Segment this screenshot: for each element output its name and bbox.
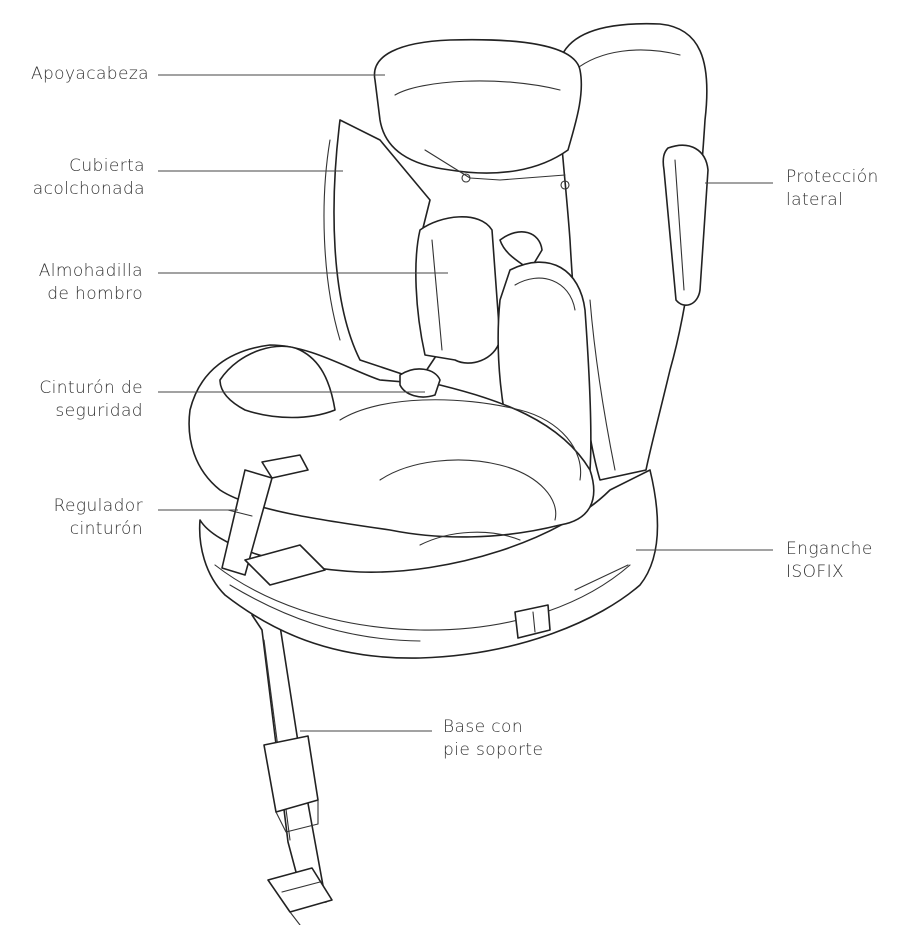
label-base-support-leg-line2: pie soporte [443, 739, 543, 762]
label-shoulder-pad-line2: de hombro [0, 283, 143, 306]
label-seat-belt: Cinturón de seguridad [0, 377, 143, 423]
label-headrest-line1: Apoyacabeza [0, 63, 149, 86]
label-side-protection-line2: lateral [786, 189, 879, 212]
label-base-support-leg: Base con pie soporte [443, 716, 543, 762]
label-shoulder-pad: Almohadilla de hombro [0, 260, 143, 306]
label-belt-adjuster-line2: cinturón [0, 518, 143, 541]
label-padded-cover-line2: acolchonada [0, 178, 145, 201]
label-side-protection: Protección lateral [786, 166, 879, 212]
label-isofix-hook-line2: ISOFIX [786, 561, 873, 584]
label-seat-belt-line2: seguridad [0, 400, 143, 423]
label-isofix-hook-line1: Enganche [786, 538, 873, 561]
label-belt-adjuster-line1: Regulador [0, 495, 143, 518]
label-padded-cover-line1: Cubierta [0, 155, 145, 178]
label-shoulder-pad-line1: Almohadilla [0, 260, 143, 283]
label-base-support-leg-line1: Base con [443, 716, 543, 739]
label-side-protection-line1: Protección [786, 166, 879, 189]
label-headrest: Apoyacabeza [0, 63, 149, 86]
support-leg [252, 600, 332, 925]
label-padded-cover: Cubierta acolchonada [0, 155, 145, 201]
buckle [400, 369, 440, 397]
label-isofix-hook: Enganche ISOFIX [786, 538, 873, 584]
label-seat-belt-line1: Cinturón de [0, 377, 143, 400]
headrest [374, 40, 581, 189]
label-belt-adjuster: Regulador cinturón [0, 495, 143, 541]
